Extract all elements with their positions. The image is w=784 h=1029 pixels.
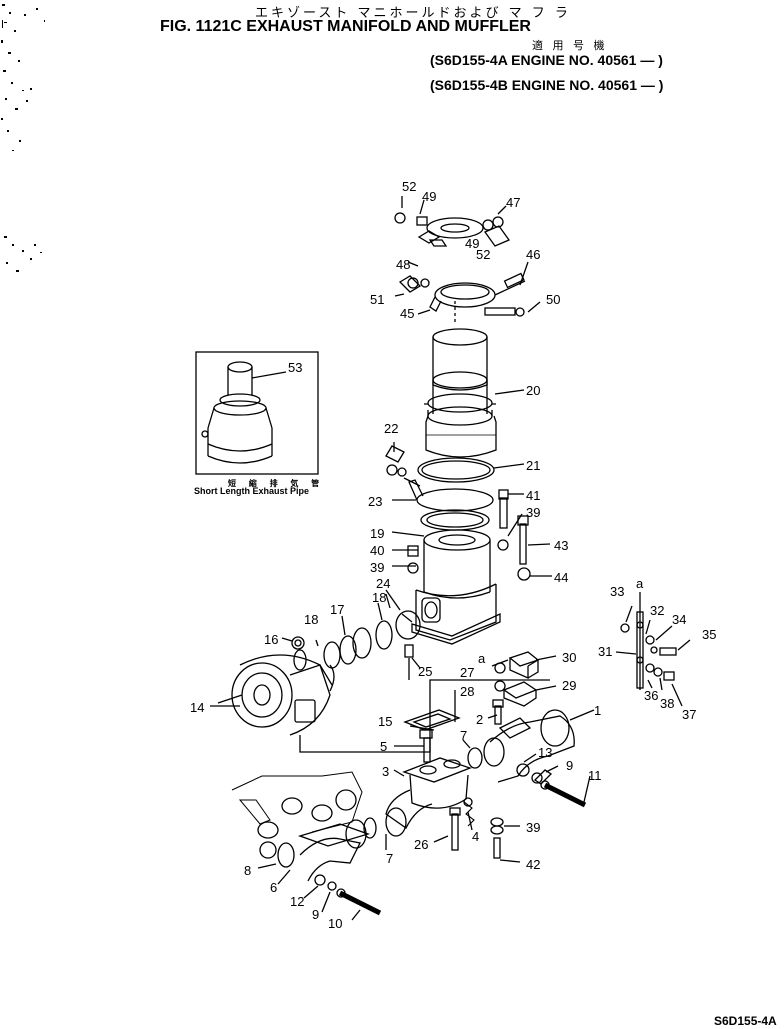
- callout-49: 49: [422, 189, 437, 204]
- callout-9: 9: [566, 758, 574, 773]
- callout-16: 16: [264, 632, 279, 647]
- callout-2: 2: [476, 712, 484, 727]
- callout-1: 1: [594, 703, 602, 718]
- callout-43: 43: [554, 538, 569, 553]
- callout-7: 7: [460, 728, 468, 743]
- callout-44: 44: [554, 570, 569, 585]
- callout-50: 50: [546, 292, 561, 307]
- callout-39: 39: [370, 560, 385, 575]
- callout-31: 31: [598, 644, 613, 659]
- callout-27: 27: [460, 665, 475, 680]
- callout-38: 38: [660, 696, 675, 711]
- callout-5: 5: [380, 739, 388, 754]
- callout-17: 17: [330, 602, 345, 617]
- callout-42: 42: [526, 857, 541, 872]
- callout-36: 36: [644, 688, 659, 703]
- callout-25: 25: [418, 664, 433, 679]
- callout-28: 28: [460, 684, 475, 699]
- callout-41: 41: [526, 488, 541, 503]
- callout-8: 8: [244, 863, 252, 878]
- callout-35: 35: [702, 627, 717, 642]
- callout-37: 37: [682, 707, 697, 722]
- japanese-title: エキゾースト マニホールドおよび マ フ ラ: [255, 6, 571, 21]
- callout-46: 46: [526, 247, 541, 262]
- callout-10: 10: [328, 916, 343, 931]
- callout-18: 18: [304, 612, 319, 627]
- callout-32: 32: [650, 603, 665, 618]
- applicability-line-4a: (S6D155-4A ENGINE NO. 40561 — ): [430, 52, 663, 68]
- callout-7: 7: [386, 851, 394, 866]
- japanese-applicability-label: 適 用 号 機: [532, 39, 608, 52]
- callout-51: 51: [370, 292, 385, 307]
- callout-14: 14: [190, 700, 205, 715]
- callout-30: 30: [562, 650, 577, 665]
- callout-12: 12: [290, 894, 305, 909]
- callout-4: 4: [472, 829, 480, 844]
- callout-48: 48: [396, 257, 411, 272]
- callout-13: 13: [538, 745, 553, 760]
- exhaust-manifold-assembly: [385, 651, 595, 863]
- callout-a: a: [636, 576, 644, 591]
- callout-34: 34: [672, 612, 687, 627]
- callout-20: 20: [526, 383, 541, 398]
- callout-29: 29: [562, 678, 577, 693]
- applicability-line-4b: (S6D155-4B ENGINE NO. 40561 — ): [430, 77, 664, 93]
- callout-24: 24: [376, 576, 391, 591]
- callout-22: 22: [384, 421, 399, 436]
- callout-33: 33: [610, 584, 625, 599]
- callout-47: 47: [506, 195, 521, 210]
- scan-noise: [1, 4, 45, 272]
- top-clamp-assembly: [394, 196, 541, 322]
- callout-9: 9: [312, 907, 320, 922]
- callout-23: 23: [368, 494, 383, 509]
- lower-left-engine-assembly: [231, 771, 382, 921]
- callout-a: a: [478, 651, 486, 666]
- callout-11: 11: [588, 768, 602, 783]
- callout-45: 45: [400, 306, 415, 321]
- callout-39: 39: [526, 820, 541, 835]
- callout-52: 52: [476, 247, 491, 262]
- footer-model-code: S6D155-4A: [714, 1014, 777, 1028]
- right-side-bracket-assembly: [615, 592, 691, 707]
- callout-49: 49: [465, 236, 480, 251]
- callout-26: 26: [414, 837, 429, 852]
- callout-19: 19: [370, 526, 385, 541]
- callout-53: 53: [288, 360, 303, 375]
- figure-title: FIG. 1121C EXHAUST MANIFOLD AND MUFFLER: [160, 18, 531, 35]
- callout-39: 39: [526, 505, 541, 520]
- callout-15: 15: [378, 714, 393, 729]
- callout-21: 21: [526, 458, 541, 473]
- callout-6: 6: [270, 880, 278, 895]
- inset-caption: Short Length Exhaust Pipe: [194, 486, 310, 496]
- inset-japanese-caption: 短 縮 排 気 管: [228, 479, 325, 488]
- callout-40: 40: [370, 543, 385, 558]
- inset-short-exhaust-pipe: [195, 351, 319, 475]
- callout-18: 18: [372, 590, 387, 605]
- muffler-stack: [385, 328, 552, 645]
- callout-52: 52: [402, 179, 417, 194]
- callout-3: 3: [382, 764, 390, 779]
